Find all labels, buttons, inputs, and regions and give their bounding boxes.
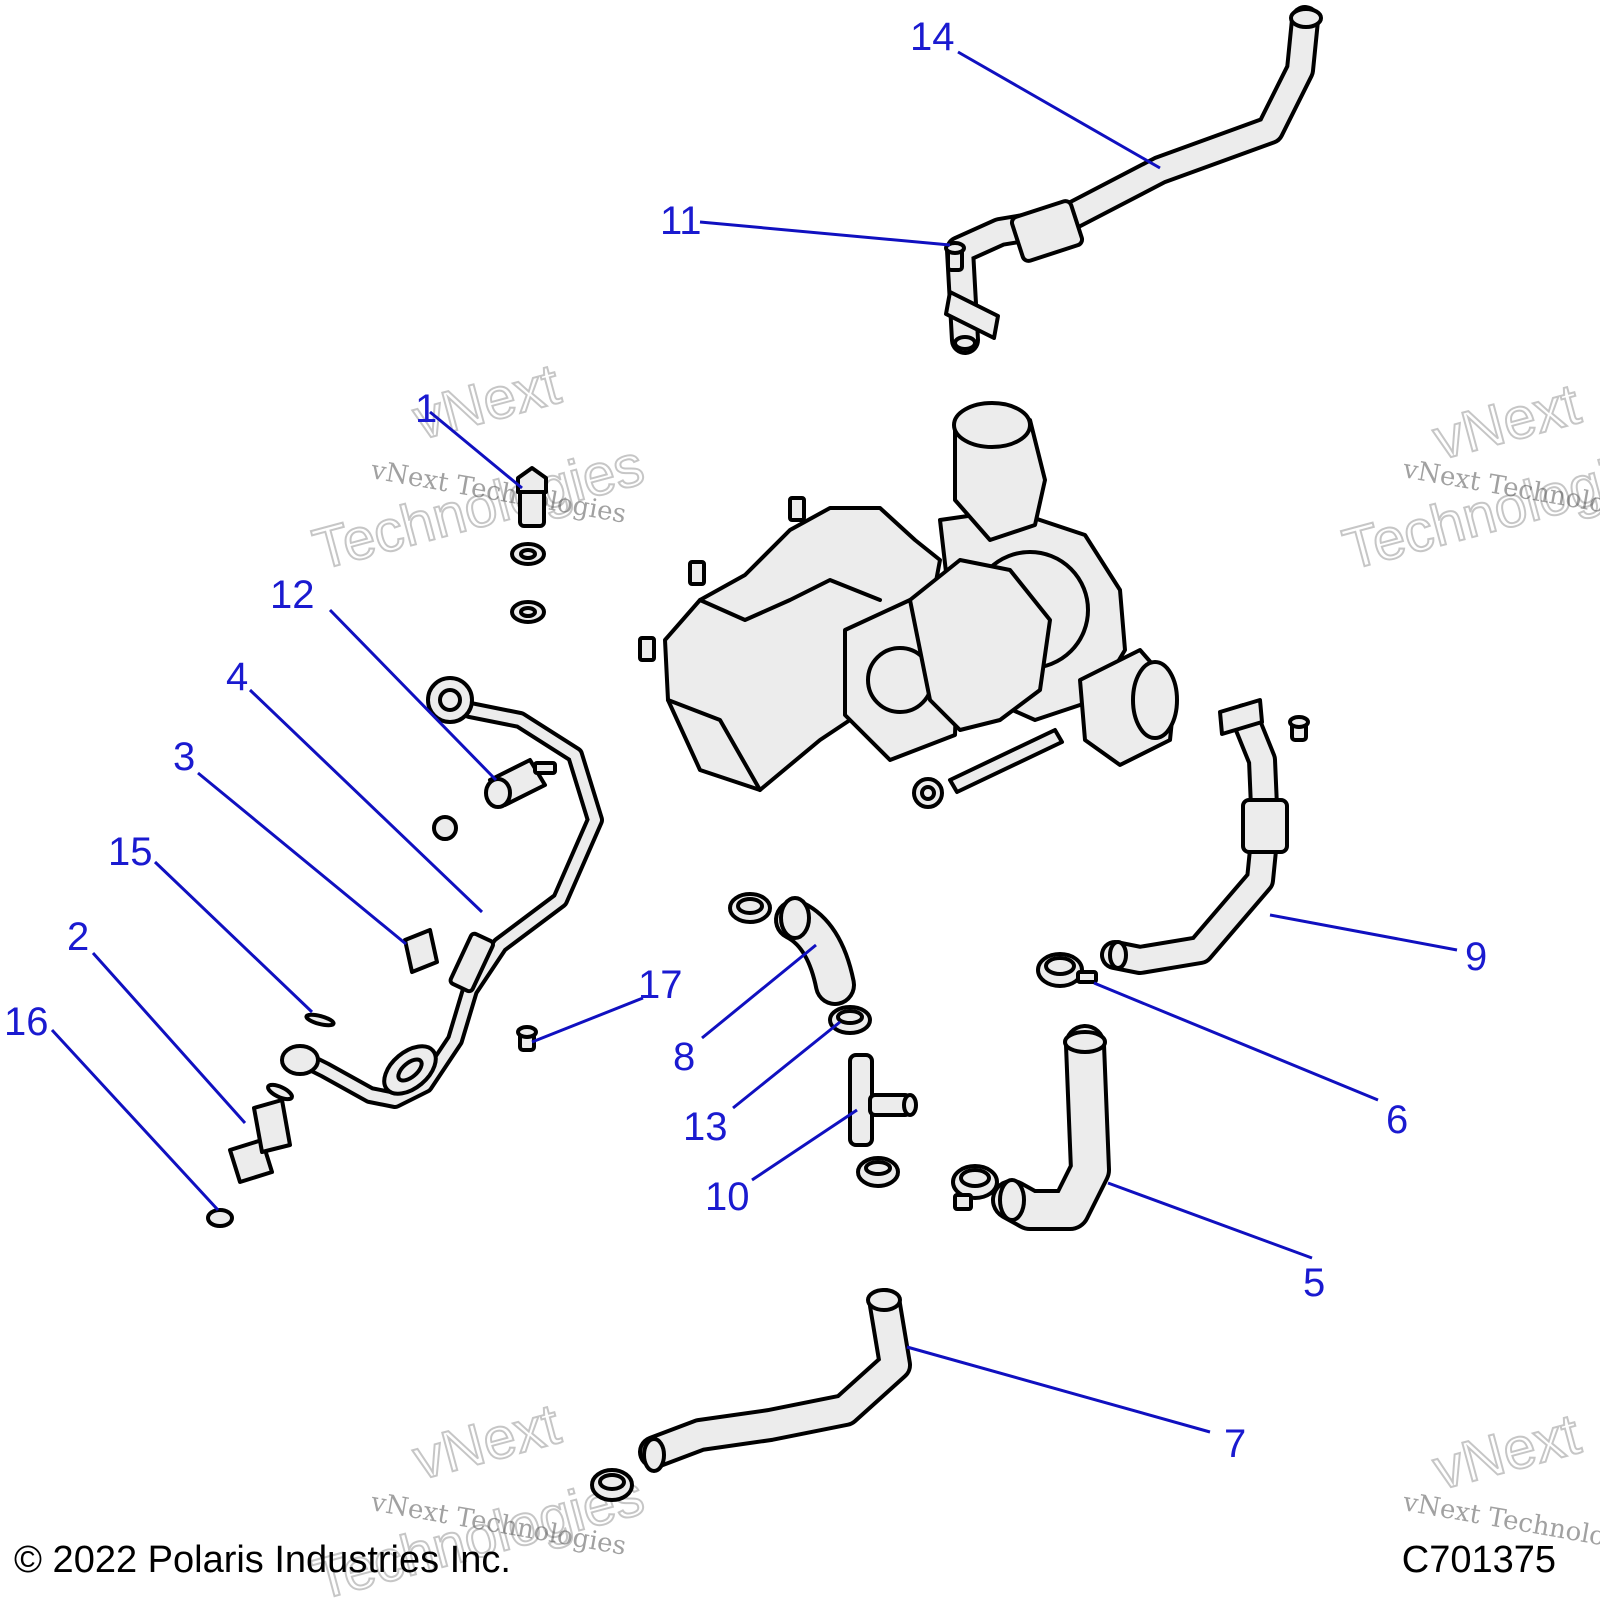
leader-line-14	[957, 50, 1161, 170]
turbocharger-assembly	[638, 401, 1179, 809]
callout-12: 12	[270, 573, 315, 617]
callout-8: 8	[673, 1035, 695, 1079]
leader-line-12	[328, 608, 498, 782]
leader-line-16	[50, 1028, 220, 1212]
callout-1: 1	[415, 387, 437, 431]
callout-4: 4	[226, 655, 248, 699]
leader-line-7	[906, 1345, 1211, 1434]
hose-clamp-lower	[856, 1156, 900, 1188]
part-16-plug	[206, 1208, 234, 1228]
hose-clamp-upper	[728, 892, 772, 924]
leader-line-6	[1093, 981, 1379, 1102]
leader-line-3	[197, 771, 407, 946]
part-2-adapter	[228, 1098, 292, 1184]
o-ring-lower	[266, 1082, 294, 1102]
drawing-number: C701375	[1401, 1539, 1556, 1581]
callout-10: 10	[705, 1175, 750, 1219]
callout-11: 11	[660, 199, 702, 243]
callout-14: 14	[910, 15, 955, 59]
watermark-upper-right: vNext Technologies vNext Technologies	[1336, 370, 1600, 583]
part-13-hose-clamp	[828, 1005, 872, 1035]
hose-clamp-part-5	[951, 1164, 999, 1211]
part-8-elbow-hose	[774, 896, 856, 1006]
leader-lines	[50, 50, 1458, 1434]
callout-9: 9	[1465, 935, 1487, 979]
watermark-brand-top: vNext	[1427, 1401, 1587, 1502]
leader-line-11	[699, 220, 951, 247]
leader-line-5	[1107, 1181, 1313, 1260]
leader-line-17	[531, 996, 644, 1044]
part-1-banjo-bolt	[516, 466, 548, 528]
hose-clamp-part-7	[590, 1468, 634, 1502]
callout-2: 2	[67, 915, 89, 959]
part-11-bolt	[944, 241, 966, 272]
watermark-upper-left: vNext Technologies vNext Technologies	[306, 350, 652, 583]
callout-16: 16	[4, 1000, 49, 1044]
part-6-hose-clamp	[1036, 952, 1098, 988]
watermark-brand-top: vNext	[407, 1391, 567, 1492]
small-nut	[432, 815, 458, 841]
leader-line-13	[732, 1020, 841, 1110]
callout-6: 6	[1386, 1098, 1408, 1142]
leader-line-1	[429, 410, 523, 490]
sealing-washer-lower	[510, 600, 546, 624]
leader-line-15	[153, 860, 314, 1014]
part-9-return-hose	[1100, 698, 1289, 975]
watermark-lower-right: vNext vNext Technologies	[1400, 1400, 1600, 1561]
part-17-screw	[516, 1025, 538, 1052]
leader-line-8	[701, 943, 817, 1040]
leader-line-10	[751, 1108, 858, 1182]
leader-line-2	[91, 952, 247, 1124]
part-12-fitting	[484, 758, 557, 809]
bolt-near-return-hose	[1288, 715, 1310, 742]
leader-line-9	[1269, 913, 1458, 952]
part-4-oil-feed-line	[280, 676, 604, 1109]
copyright-notice: © 2022 Polaris Industries Inc.	[14, 1539, 511, 1581]
callout-labels: 1 2 3 4 5 6 7 8 9 10 11 12 13 14 15 16 1…	[4, 15, 1487, 1466]
part-10-tee-fitting	[848, 1053, 918, 1147]
part-14-coolant-tube	[944, 5, 1323, 355]
callout-13: 13	[683, 1105, 728, 1149]
callout-17: 17	[638, 963, 683, 1007]
part-5-coolant-hose	[991, 1024, 1111, 1231]
callout-5: 5	[1303, 1261, 1325, 1305]
sealing-washer-upper	[510, 542, 546, 566]
callout-7: 7	[1224, 1422, 1246, 1466]
callout-15: 15	[108, 830, 153, 874]
callout-3: 3	[173, 735, 195, 779]
part-7-coolant-hose	[638, 1288, 912, 1473]
watermark-brand-top: vNext	[1427, 371, 1587, 472]
part-3-clip	[403, 928, 439, 974]
leader-line-4	[248, 688, 484, 914]
part-15-o-ring	[304, 1012, 336, 1028]
